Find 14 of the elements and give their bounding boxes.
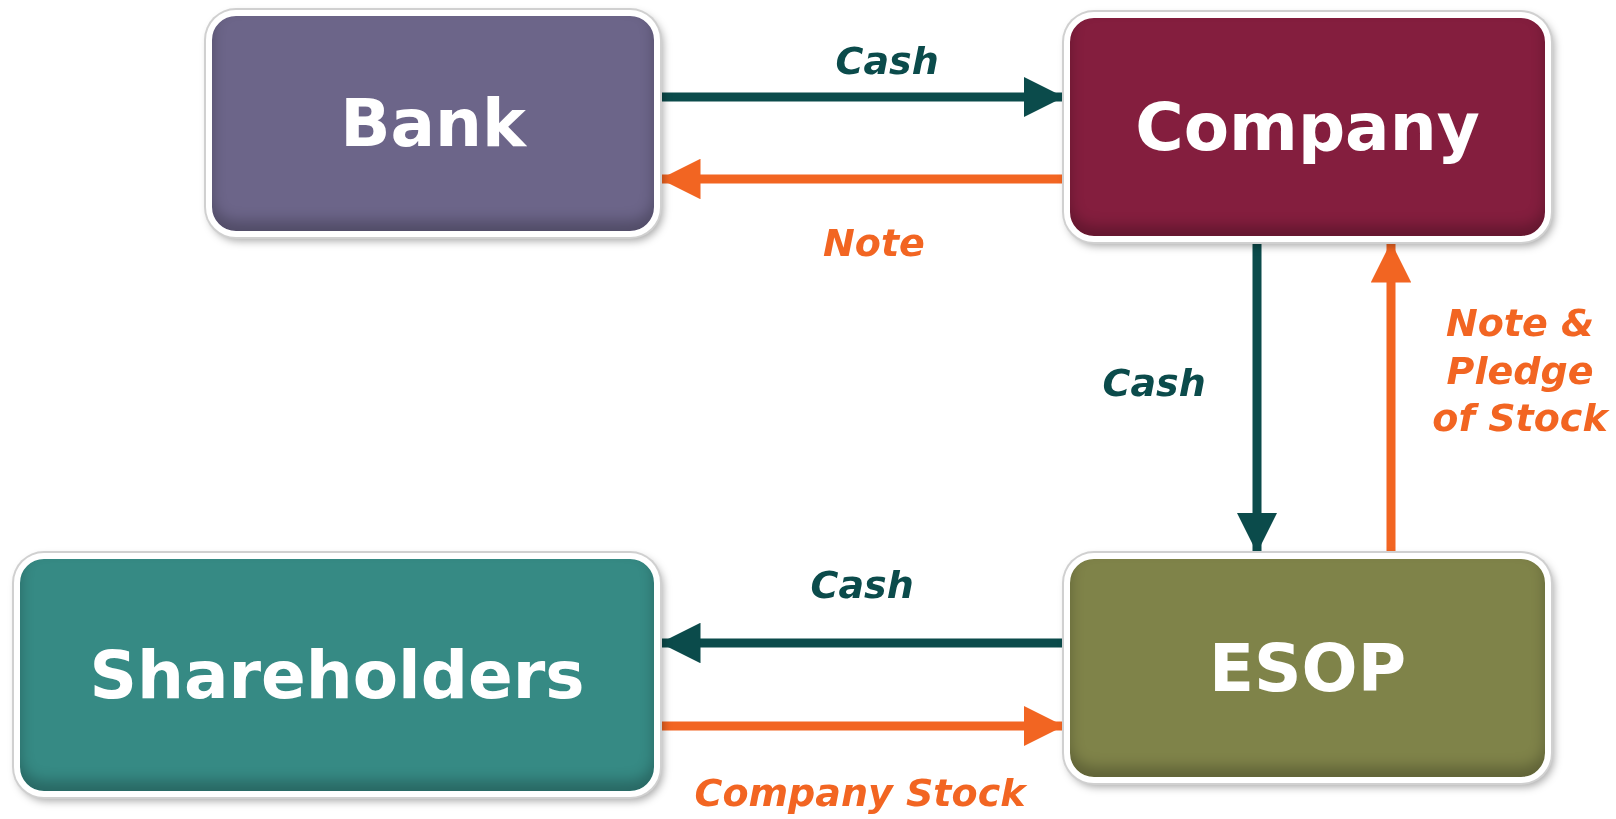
arrow: [660, 622, 1064, 664]
node-label: Shareholders: [89, 636, 585, 714]
arrow: [1236, 242, 1278, 553]
node-label: Company: [1135, 88, 1480, 166]
esop-box: [1064, 553, 1551, 783]
shareholders-box: [14, 553, 660, 797]
bank-box: [206, 10, 660, 237]
arrow: [660, 158, 1064, 200]
node-label: ESOP: [1208, 629, 1407, 707]
arrow: [1370, 242, 1412, 553]
arrow: [660, 76, 1064, 118]
company-box: [1064, 12, 1551, 242]
arrow: [660, 705, 1064, 747]
node-label: Bank: [340, 85, 526, 162]
